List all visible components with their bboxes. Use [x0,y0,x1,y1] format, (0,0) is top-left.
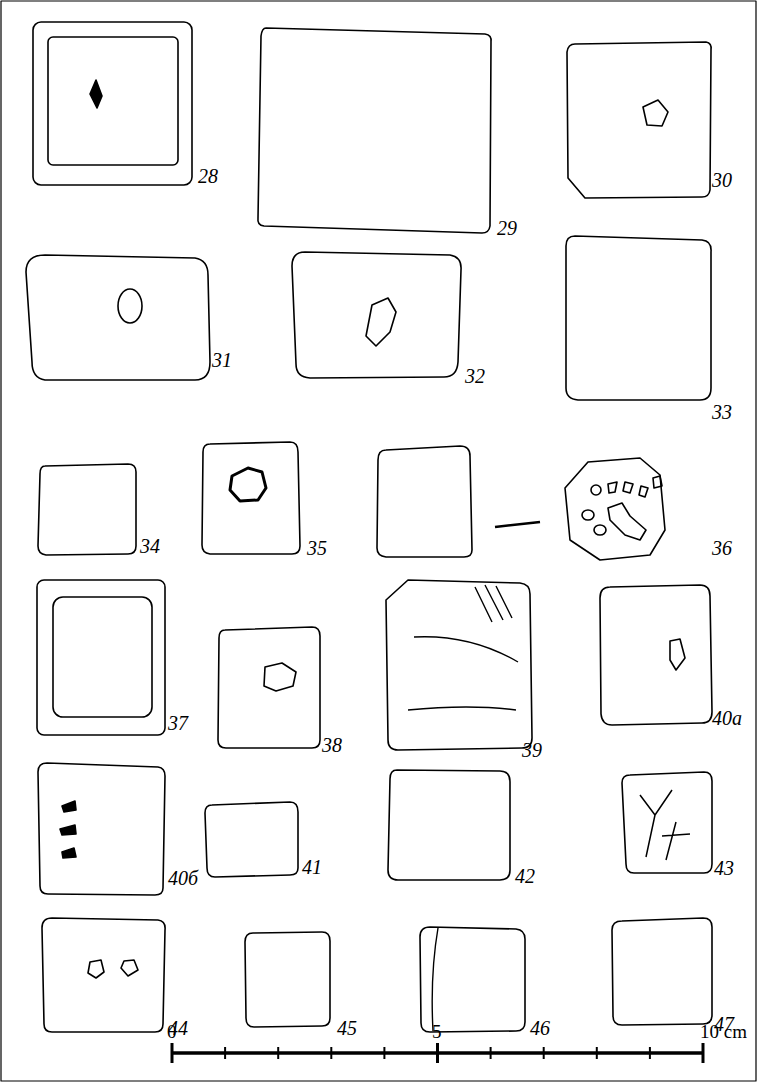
find-outline [566,236,711,400]
callout-number: 29 [497,218,517,238]
find-outline [26,255,210,380]
callout-number: 36 [712,538,732,558]
find-outline [377,446,472,557]
callout-number: 30 [712,170,732,190]
find-outline [600,585,712,725]
find-hole [264,663,296,691]
callout-number: 41 [302,857,322,877]
scale-tick [277,1047,279,1059]
find-outline [33,22,192,185]
find-outline [37,580,165,735]
callout-number: 46 [530,1018,550,1038]
callout-number: 28 [198,166,218,186]
find-hole [643,100,668,126]
find-incision [408,585,518,710]
scale-tick [224,1047,226,1059]
scale-tick [543,1047,545,1059]
scale-tick [171,1043,174,1063]
find-outline [202,442,300,554]
callout-number: 32 [465,366,485,386]
find-mark [60,801,76,858]
find-outline [205,802,298,877]
find-outline [38,763,165,895]
find-hole [230,468,266,501]
find-inner-frame [53,597,152,717]
find-outline [218,627,320,748]
find-hole [608,503,646,540]
callout-number: 34 [140,536,160,556]
find-hole [366,298,396,346]
scale-tick [490,1047,492,1059]
find-outline [612,918,712,1025]
find-inner-frame [48,37,178,165]
find-sign [640,790,690,860]
callout-number: 43 [714,858,734,878]
find-hole [594,525,606,535]
find-outline [42,918,165,1032]
callout-number: 35 [307,538,327,558]
find-hole [121,960,138,976]
scale-tick [702,1043,705,1063]
scale-tick [383,1047,385,1059]
find-outline [567,42,711,198]
find-hole [591,485,601,495]
callout-number: 40а [712,708,742,728]
find-outline [420,927,525,1032]
scale-label: 10 cm [700,1022,747,1041]
find-hole [653,476,662,488]
callout-number: 33 [712,402,732,422]
find-edge-line [432,928,438,1031]
find-back-view [565,458,665,560]
find-hole [118,289,142,323]
scale-label: 5 [432,1022,442,1041]
find-outline [258,28,491,233]
find-outline [245,932,330,1027]
callout-number: 31 [212,350,232,370]
find-hole [582,510,594,520]
callout-number: 40б [168,868,198,888]
scale-tick [330,1047,332,1059]
find-section [495,522,540,527]
callout-number: 37 [168,713,188,733]
scale-tick [649,1047,651,1059]
find-outline [388,770,510,880]
find-mark [90,80,102,108]
find-outline [292,252,461,378]
find-outline [622,772,712,873]
scale-bar [172,1043,703,1063]
find-hole [623,482,633,493]
find-outline [386,580,532,750]
scale-label: 0 [167,1022,177,1041]
find-hole [639,486,648,497]
find-hole [88,960,104,978]
scale-tick [436,1043,439,1063]
callout-number: 38 [322,735,342,755]
callout-number: 39 [522,740,542,760]
find-outline [38,464,136,555]
callout-number: 45 [337,1018,357,1038]
find-hole [608,482,617,493]
find-hole [670,639,685,670]
scale-tick [596,1047,598,1059]
callout-number: 42 [515,866,535,886]
